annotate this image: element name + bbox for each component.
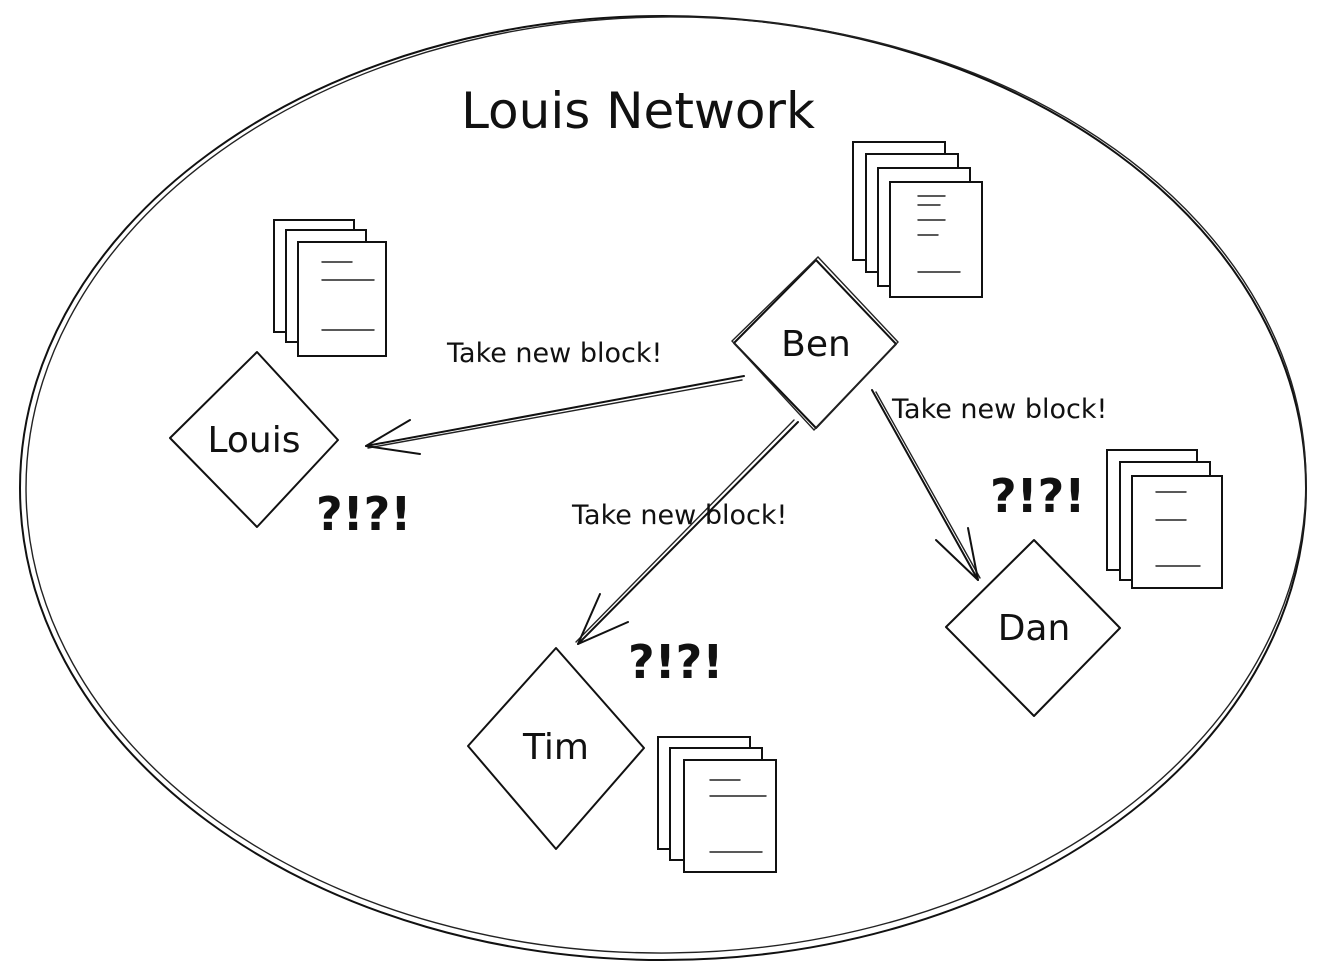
- reaction-louis: ?!?!: [316, 487, 411, 541]
- edge-ben-to-dan: [871, 389, 981, 581]
- node-ben: Ben: [731, 256, 899, 432]
- tim-block-stack: [657, 736, 777, 873]
- node-ben-label: Ben: [781, 324, 851, 365]
- dan-block-stack: [1106, 449, 1223, 589]
- reaction-tim: ?!?!: [628, 635, 723, 689]
- edge-ben-to-louis: [365, 375, 745, 455]
- edge-label-tim: Take new block!: [571, 500, 787, 531]
- node-dan-label: Dan: [998, 608, 1071, 649]
- node-louis-label: Louis: [207, 420, 300, 461]
- network-boundary: [19, 15, 1307, 961]
- edge-label-dan: Take new block!: [891, 394, 1107, 425]
- reaction-dan: ?!?!: [990, 469, 1085, 523]
- node-louis: Louis: [169, 351, 339, 528]
- edge-label-louis: Take new block!: [446, 338, 662, 369]
- diagram-title: Louis Network: [461, 82, 815, 140]
- louis-block-stack: [273, 219, 387, 357]
- ben-block-stack: [852, 141, 983, 298]
- edge-ben-to-tim: [575, 419, 799, 645]
- node-dan: Dan: [945, 539, 1121, 717]
- node-tim-label: Tim: [522, 727, 589, 768]
- node-tim: Tim: [467, 647, 645, 850]
